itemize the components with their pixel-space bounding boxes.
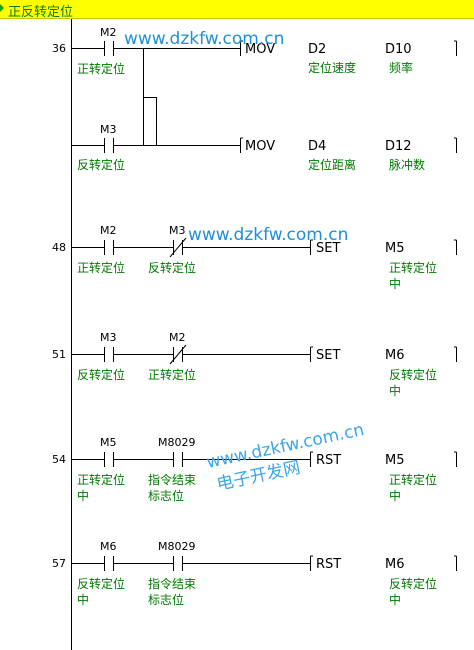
operand-comment: 频率 bbox=[389, 60, 413, 75]
operand-comment: 定位距离 bbox=[308, 157, 356, 172]
instruction-rst-m6[interactable]: RST M6 反转定位 中 bbox=[316, 557, 437, 607]
instruction-rst-m5[interactable]: RST M5 正转定位 中 bbox=[316, 453, 437, 503]
step-number-57: 57 bbox=[52, 557, 66, 570]
operand-comment: 脉冲数 bbox=[389, 157, 425, 172]
contact-device: M2 bbox=[100, 224, 117, 237]
operand-comment-2: 中 bbox=[389, 383, 401, 398]
contact-m6-rung57[interactable]: M6 反转定位 中 bbox=[77, 540, 125, 607]
step-number-54: 54 bbox=[52, 453, 66, 466]
instruction-op: SET bbox=[316, 241, 340, 256]
contact-comment-2: 标志位 bbox=[148, 592, 184, 607]
contact-comment: 反转定位 bbox=[77, 367, 125, 382]
operand-comment: 反转定位 bbox=[389, 367, 437, 382]
instruction-mov-1[interactable]: MOV D2 定位速度 D10 频率 bbox=[245, 42, 413, 75]
contact-comment: 正转定位 bbox=[77, 260, 125, 275]
operand-comment: 定位速度 bbox=[308, 60, 356, 75]
operand: M6 bbox=[385, 557, 405, 572]
operand-comment: 正转定位 bbox=[389, 472, 437, 487]
contact-device: M8029 bbox=[158, 540, 196, 553]
operand-comment-2: 中 bbox=[389, 276, 401, 291]
contact-device: M2 bbox=[169, 331, 186, 344]
operand: M6 bbox=[385, 348, 405, 363]
instruction-op: RST bbox=[316, 453, 341, 468]
contact-comment: 反转定位 bbox=[77, 576, 125, 591]
operand-source: D4 bbox=[308, 139, 326, 154]
contact-m3-nc-rung48[interactable]: M3 反转定位 bbox=[148, 224, 196, 275]
instruction-set-m5[interactable]: SET M5 正转定位 中 bbox=[316, 241, 437, 291]
contact-comment-2: 中 bbox=[77, 592, 89, 607]
instruction-mov-2[interactable]: MOV D4 定位距离 D12 脉冲数 bbox=[245, 139, 425, 172]
watermark-url-1: www.dzkfw.com.cn bbox=[124, 29, 284, 49]
operand-dest: D10 bbox=[385, 42, 412, 57]
contact-m5-rung54[interactable]: M5 正转定位 中 bbox=[77, 436, 125, 503]
contact-device: M3 bbox=[169, 224, 186, 237]
instruction-op: MOV bbox=[245, 42, 275, 57]
step-number-51: 51 bbox=[52, 348, 66, 361]
contact-m8029-rung54[interactable]: M8029 指令结束 标志位 bbox=[148, 436, 196, 503]
contact-m8029-rung57[interactable]: M8029 指令结束 标志位 bbox=[148, 540, 196, 607]
contact-comment: 正转定位 bbox=[148, 367, 196, 382]
contact-device: M2 bbox=[100, 26, 117, 39]
instruction-op: MOV bbox=[245, 139, 275, 154]
contact-comment-2: 中 bbox=[77, 488, 89, 503]
contact-m2-rung48[interactable]: M2 正转定位 bbox=[77, 224, 125, 275]
contact-device: M3 bbox=[100, 123, 117, 136]
contact-m2-rung36[interactable]: M2 正转定位 bbox=[77, 26, 125, 76]
contact-comment: 正转定位 bbox=[77, 472, 125, 487]
contact-comment: 指令结束 bbox=[148, 472, 196, 487]
contact-device: M8029 bbox=[158, 436, 196, 449]
contact-comment: 反转定位 bbox=[148, 260, 196, 275]
operand-source: D2 bbox=[308, 42, 326, 57]
step-number-36: 36 bbox=[52, 42, 66, 55]
step-number-48: 48 bbox=[52, 241, 66, 254]
contact-m2-nc-rung51[interactable]: M2 正转定位 bbox=[148, 331, 196, 382]
operand-comment: 反转定位 bbox=[389, 576, 437, 591]
contact-comment: 指令结束 bbox=[148, 576, 196, 591]
instruction-set-m6[interactable]: SET M6 反转定位 中 bbox=[316, 348, 437, 398]
triangle-marker-icon bbox=[0, 4, 4, 12]
contact-device: M5 bbox=[100, 436, 117, 449]
operand-comment: 正转定位 bbox=[389, 260, 437, 275]
contact-m3-rung51[interactable]: M3 反转定位 bbox=[77, 331, 125, 382]
program-title: 正反转定位 bbox=[8, 5, 74, 20]
contact-comment: 正转定位 bbox=[77, 61, 125, 76]
contact-comment: 反转定位 bbox=[77, 157, 125, 172]
operand-dest: D12 bbox=[385, 139, 412, 154]
contact-device: M6 bbox=[100, 540, 117, 553]
contact-m3-rung36[interactable]: M3 反转定位 bbox=[77, 123, 125, 172]
watermark-url-2: www.dzkfw.com.cn bbox=[188, 225, 348, 245]
operand-comment-2: 中 bbox=[389, 488, 401, 503]
contact-device: M3 bbox=[100, 331, 117, 344]
operand-comment-2: 中 bbox=[389, 592, 401, 607]
operand: M5 bbox=[385, 241, 405, 256]
operand: M5 bbox=[385, 453, 405, 468]
contact-comment-2: 标志位 bbox=[148, 488, 184, 503]
instruction-op: RST bbox=[316, 557, 341, 572]
instruction-op: SET bbox=[316, 348, 340, 363]
program-header: 正反转定位 bbox=[0, 0, 474, 20]
